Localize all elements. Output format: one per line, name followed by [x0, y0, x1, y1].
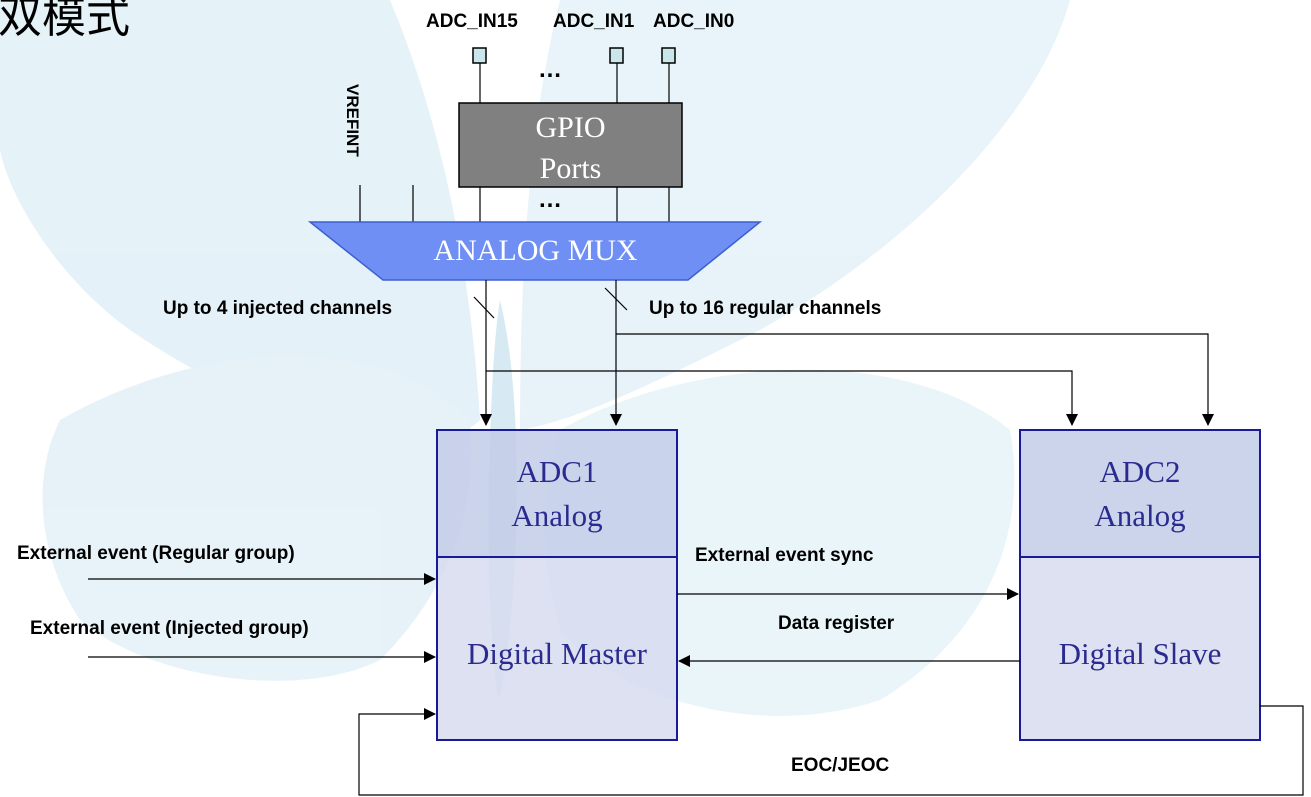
bus-label-regular: Up to 16 regular channels: [649, 298, 882, 319]
gpio-label-line2: Ports: [539, 152, 602, 185]
adc2-analog-line2: Analog: [1094, 498, 1186, 533]
adc2-block: [1019, 429, 1261, 741]
ext-event-sync-label: External event sync: [695, 545, 874, 566]
pin-label-in1: ADC_IN1: [553, 11, 635, 32]
pin-lines: [479, 63, 670, 103]
signal-arrows: [88, 573, 1304, 796]
bus-lines: [473, 280, 1214, 426]
ext-event-injected-label: External event (Injected group): [30, 618, 309, 639]
analog-mux: [307, 221, 763, 281]
ext-event-regular-label: External event (Regular group): [17, 543, 295, 564]
vrefint-label: VREFINT: [343, 84, 362, 157]
pin-label-in15: ADC_IN15: [426, 11, 518, 32]
mux-label: ANALOG MUX: [433, 234, 638, 267]
adc1-digital-label: Digital Master: [467, 636, 647, 671]
data-register-label: Data register: [778, 613, 895, 634]
eoc-jeoc-label: EOC/JEOC: [791, 755, 890, 776]
gpio-box: [458, 102, 683, 188]
ellipsis-top: …: [538, 56, 562, 83]
ellipsis-bottom: …: [538, 186, 562, 213]
adc1-analog-line2: Analog: [511, 498, 603, 533]
bus-label-injected: Up to 4 injected channels: [163, 298, 393, 319]
pin-label-in0: ADC_IN0: [653, 11, 735, 32]
gpio-label-line1: GPIO: [535, 111, 606, 144]
adc1-analog-line1: ADC1: [516, 454, 598, 489]
adc1-block: [436, 429, 678, 741]
pin-in15: [472, 47, 487, 64]
slide-title: 双模式: [0, 0, 130, 43]
mux-input-lines: [359, 185, 670, 222]
pin-in1: [609, 47, 624, 64]
pin-in0: [661, 47, 676, 64]
adc2-digital-label: Digital Slave: [1058, 636, 1222, 671]
adc2-analog-line1: ADC2: [1099, 454, 1181, 489]
